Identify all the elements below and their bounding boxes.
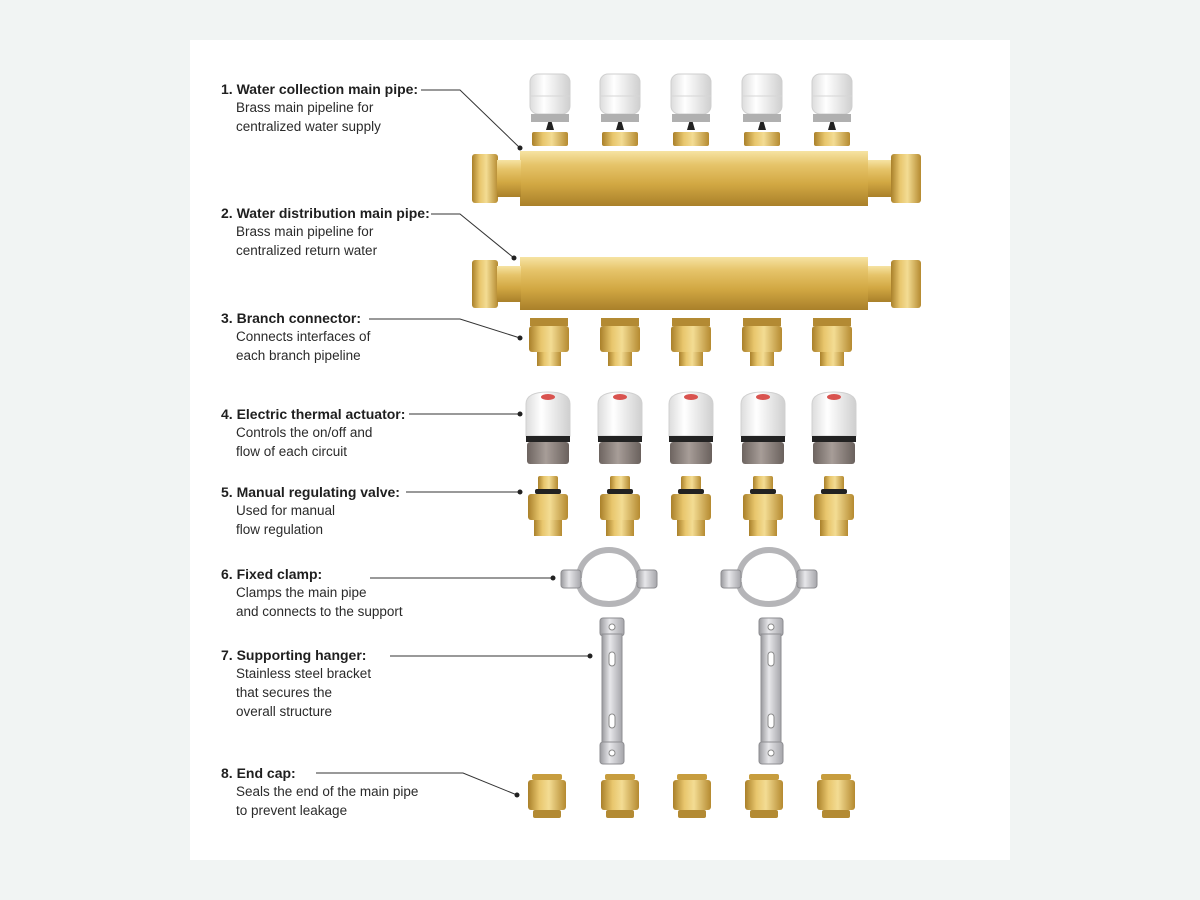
leader-dots [511,145,593,798]
label-end-cap: 8. End cap: Seals the end of the main pi… [221,764,501,820]
label-description: Clamps the main pipe [236,585,367,600]
regulating-valve-icon [528,476,854,536]
valve-heads [529,73,853,146]
label-description: Brass main pipeline for [236,100,374,115]
label-description: flow regulation [236,522,324,537]
distribution-pipe-icon [472,257,921,310]
label-description: Used for manual [236,503,336,518]
label-description: flow of each circuit [236,444,348,459]
leader-line-branch-connector [369,318,521,339]
label-title: 2. Water distribution main pipe: [221,205,430,221]
label-title: 6. Fixed clamp: [221,566,323,582]
label-description: and connects to the support [236,604,403,619]
label-water-collection-main-pipe: 1. Water collection main pipe: Brass mai… [221,80,501,136]
end-cap-icon [528,774,855,818]
label-description: overall structure [236,704,333,719]
label-title: 4. Electric thermal actuator: [221,406,406,422]
label-title: 3. Branch connector: [221,310,362,326]
leader-line-end-cap [316,772,518,796]
label-description: that secures the [236,685,333,700]
thermal-actuator-icon [525,391,857,464]
label-electric-thermal-actuator: 4. Electric thermal actuator: Controls t… [221,405,501,461]
pipe-end-nut-left [472,154,521,203]
label-fixed-clamp: 6. Fixed clamp: Clamps the main pipe and… [221,565,501,621]
label-supporting-hanger: 7. Supporting hanger: Stainless steel br… [221,646,501,721]
label-description: each branch pipeline [236,348,361,363]
branch-connector-icon [529,318,852,366]
label-description: Stainless steel bracket [236,666,372,681]
label-branch-connector: 3. Branch connector: Connects interfaces… [221,309,501,365]
label-description: Seals the end of the main pipe [236,784,419,799]
label-description: centralized return water [236,243,378,258]
label-description: to prevent leakage [236,803,348,818]
pipe-end-nut-right [868,154,921,203]
label-description: Brass main pipeline for [236,224,374,239]
label-description: Connects interfaces of [236,329,371,344]
label-description: centralized water supply [236,119,381,134]
label-manual-regulating-valve: 5. Manual regulating valve: Used for man… [221,483,501,539]
label-description: Controls the on/off and [236,425,373,440]
label-title: 5. Manual regulating valve: [221,484,400,500]
label-title: 8. End cap: [221,765,296,781]
leader-line-distribution-pipe [431,213,515,259]
collection-pipe-with-valves-icon [472,73,921,206]
label-water-distribution-main-pipe: 2. Water distribution main pipe: Brass m… [221,204,501,260]
bracket-hanger-icon [599,617,784,765]
pipe-clamp-icon [560,547,818,607]
leader-lines [316,89,590,796]
leader-line-collection-pipe [421,89,521,149]
label-title: 7. Supporting hanger: [221,647,367,663]
label-title: 1. Water collection main pipe: [221,81,419,97]
